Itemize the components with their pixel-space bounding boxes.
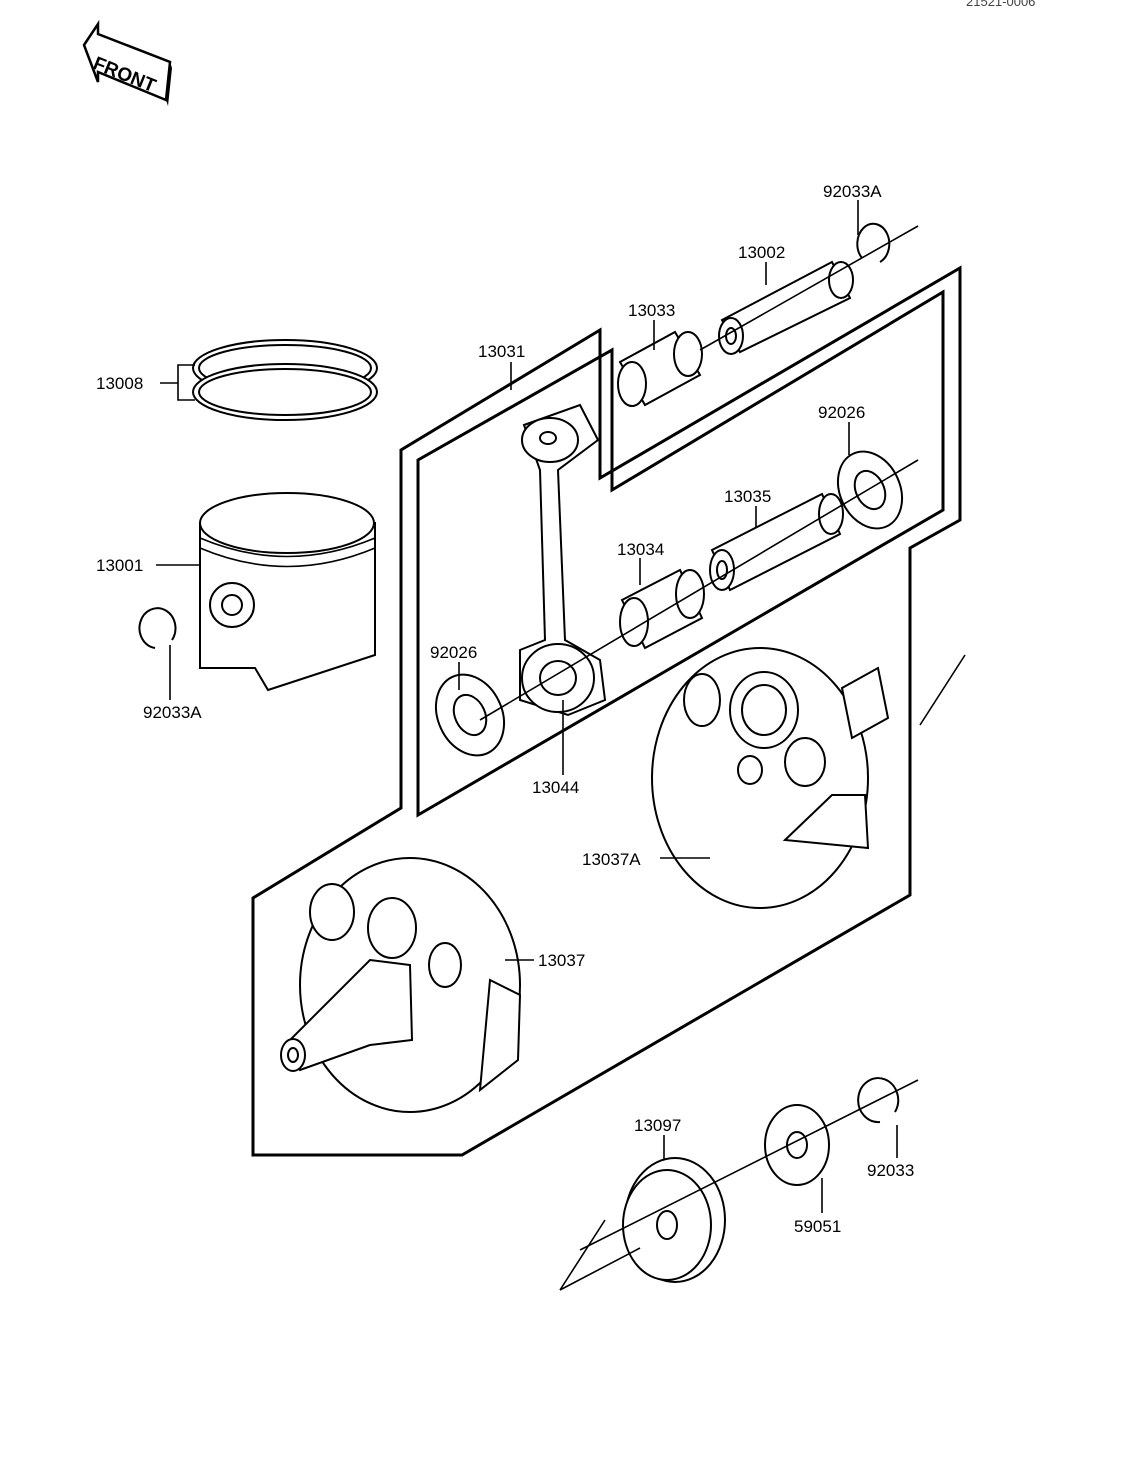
part-label-13008: 13008 — [96, 374, 143, 393]
thrust-washer-left — [434, 673, 506, 757]
piston-rings — [192, 339, 378, 421]
part-labels: 92033A 13002 13033 13031 13008 92026 130… — [96, 182, 914, 1236]
diagram-code: 21521-0006 — [966, 0, 1035, 9]
piston-pin-clip-top — [856, 222, 891, 263]
part-label-13035: 13035 — [724, 487, 771, 506]
part-label-13097: 13097 — [634, 1116, 681, 1135]
leader-lines — [156, 200, 898, 1213]
piston-pin — [718, 260, 854, 355]
part-label-92033A-top: 92033A — [823, 182, 882, 201]
crank-pin — [709, 492, 844, 592]
part-label-13002: 13002 — [738, 243, 785, 262]
part-label-92033A-left: 92033A — [143, 703, 202, 722]
part-label-92026-right: 92026 — [818, 403, 865, 422]
part-label-59051: 59051 — [794, 1217, 841, 1236]
primary-gear — [622, 1157, 726, 1283]
part-label-13037A: 13037A — [582, 850, 641, 869]
connecting-rod — [519, 403, 607, 717]
part-label-13001: 13001 — [96, 556, 143, 575]
crankshaft-left-half — [280, 857, 522, 1113]
thrust-washer-right — [836, 450, 904, 530]
part-label-13033: 13033 — [628, 301, 675, 320]
crankshaft-assembly-frame — [251, 265, 962, 1157]
part-label-13044: 13044 — [532, 778, 579, 797]
part-label-13037: 13037 — [538, 951, 585, 970]
part-label-92026-left: 92026 — [430, 643, 477, 662]
part-label-92033: 92033 — [867, 1161, 914, 1180]
sprocket — [764, 1104, 830, 1186]
piston-pin-clip-left — [138, 607, 177, 649]
small-end-bearing — [617, 330, 703, 407]
front-arrow-icon: FRONT — [82, 19, 172, 106]
big-end-bearing — [619, 568, 705, 650]
piston — [199, 492, 376, 692]
center-lines — [479, 225, 966, 1291]
crankshaft-right-half — [651, 647, 890, 909]
part-label-13034: 13034 — [617, 540, 664, 559]
part-label-13031: 13031 — [478, 342, 525, 361]
